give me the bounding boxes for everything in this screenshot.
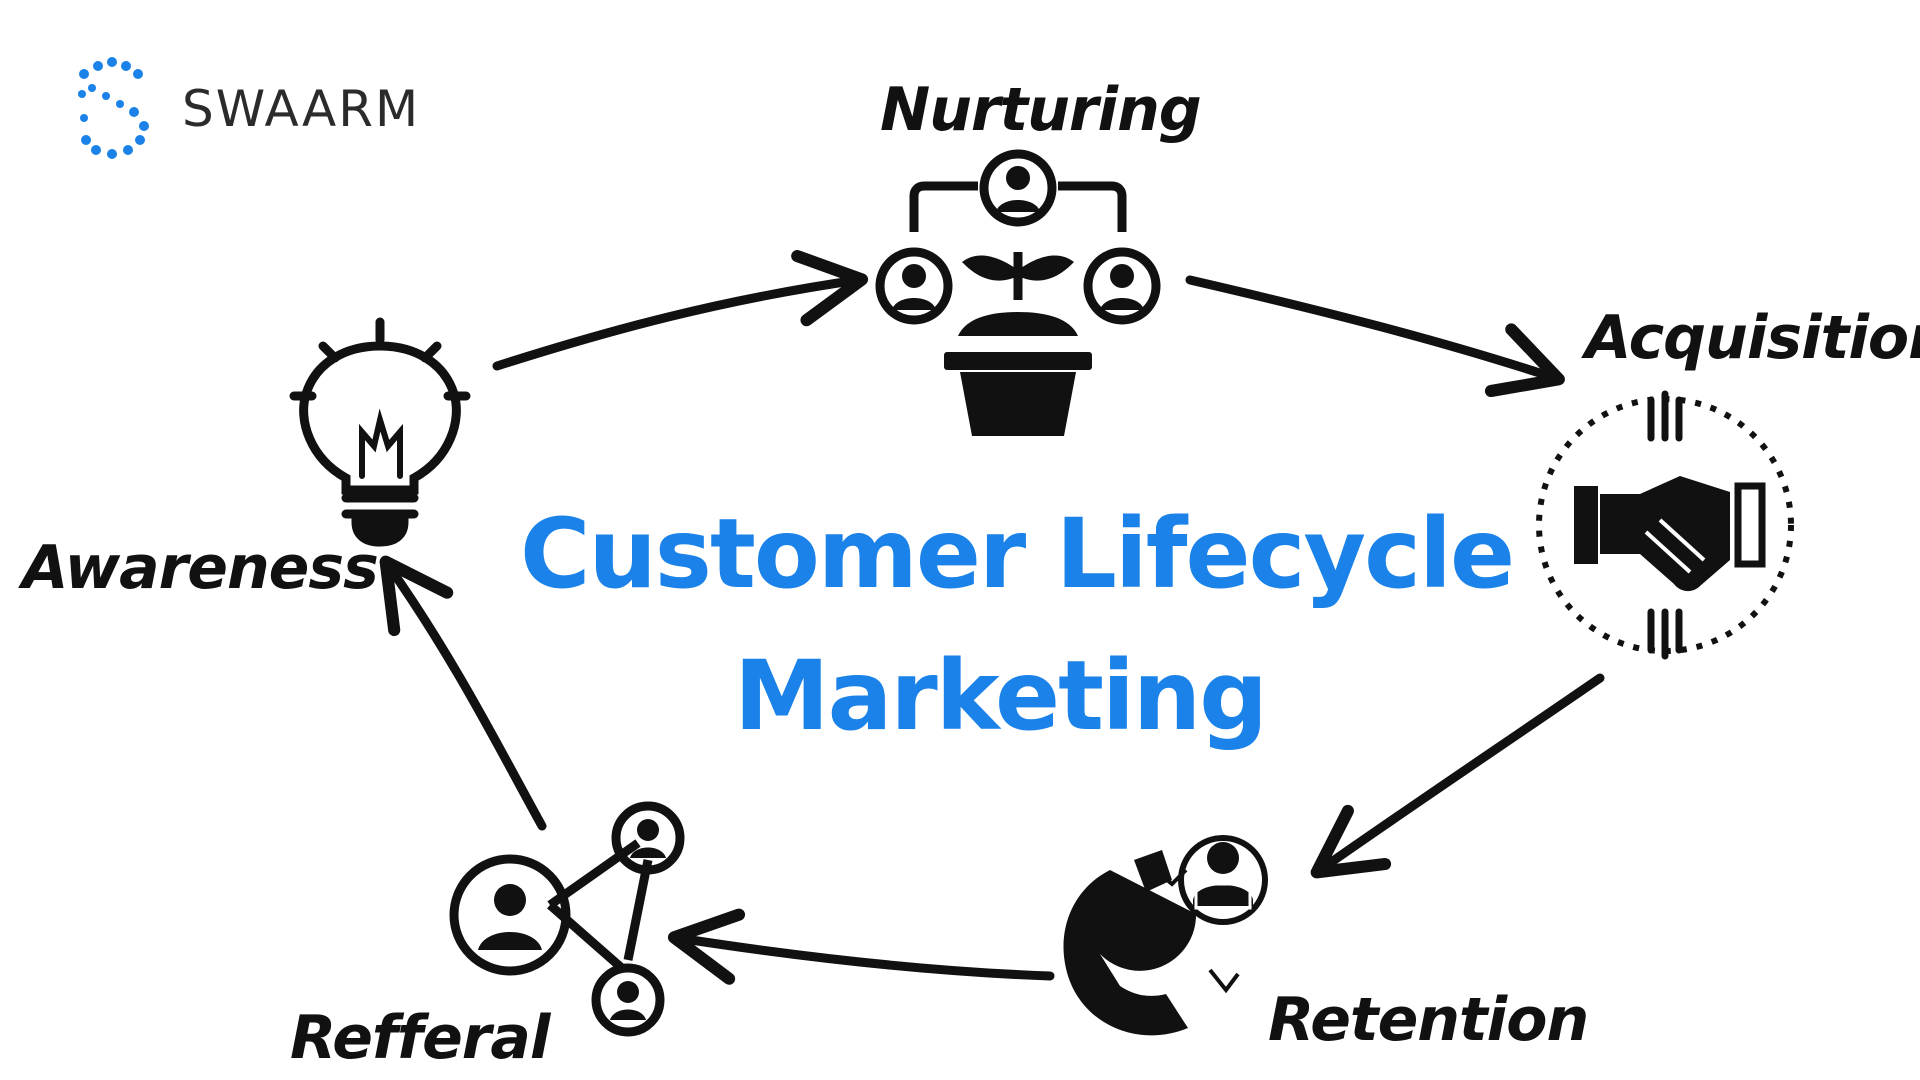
title-line-2: Marketing [734, 640, 1268, 752]
lightbulb-icon [289, 317, 471, 547]
title-line-1: Customer Lifecycle [520, 498, 1515, 610]
stage-label-nurturing: Nurturing [880, 75, 1202, 145]
stage-label-acquisition: Acquisition [1585, 303, 1920, 373]
arrow-nurturing-to-acquisition [1185, 275, 1565, 398]
plant-people-icon [875, 149, 1161, 436]
network-people-icon [449, 801, 685, 1037]
arrow-retention-to-refferal [667, 908, 1055, 985]
arrow-refferal-to-awareness [379, 555, 547, 831]
stage-label-refferal: Refferal [290, 1003, 550, 1073]
arrow-awareness-to-nurturing [492, 249, 869, 371]
brand-name: SWAARM [182, 80, 421, 138]
swaarm-logo-icon [78, 57, 149, 159]
stage-label-awareness: Awareness [22, 533, 379, 603]
handshake-icon [1536, 390, 1794, 660]
stage-label-retention: Retention [1268, 985, 1589, 1055]
arrow-acquisition-to-retention [1310, 673, 1605, 879]
magnet-icon [1063, 835, 1268, 1036]
